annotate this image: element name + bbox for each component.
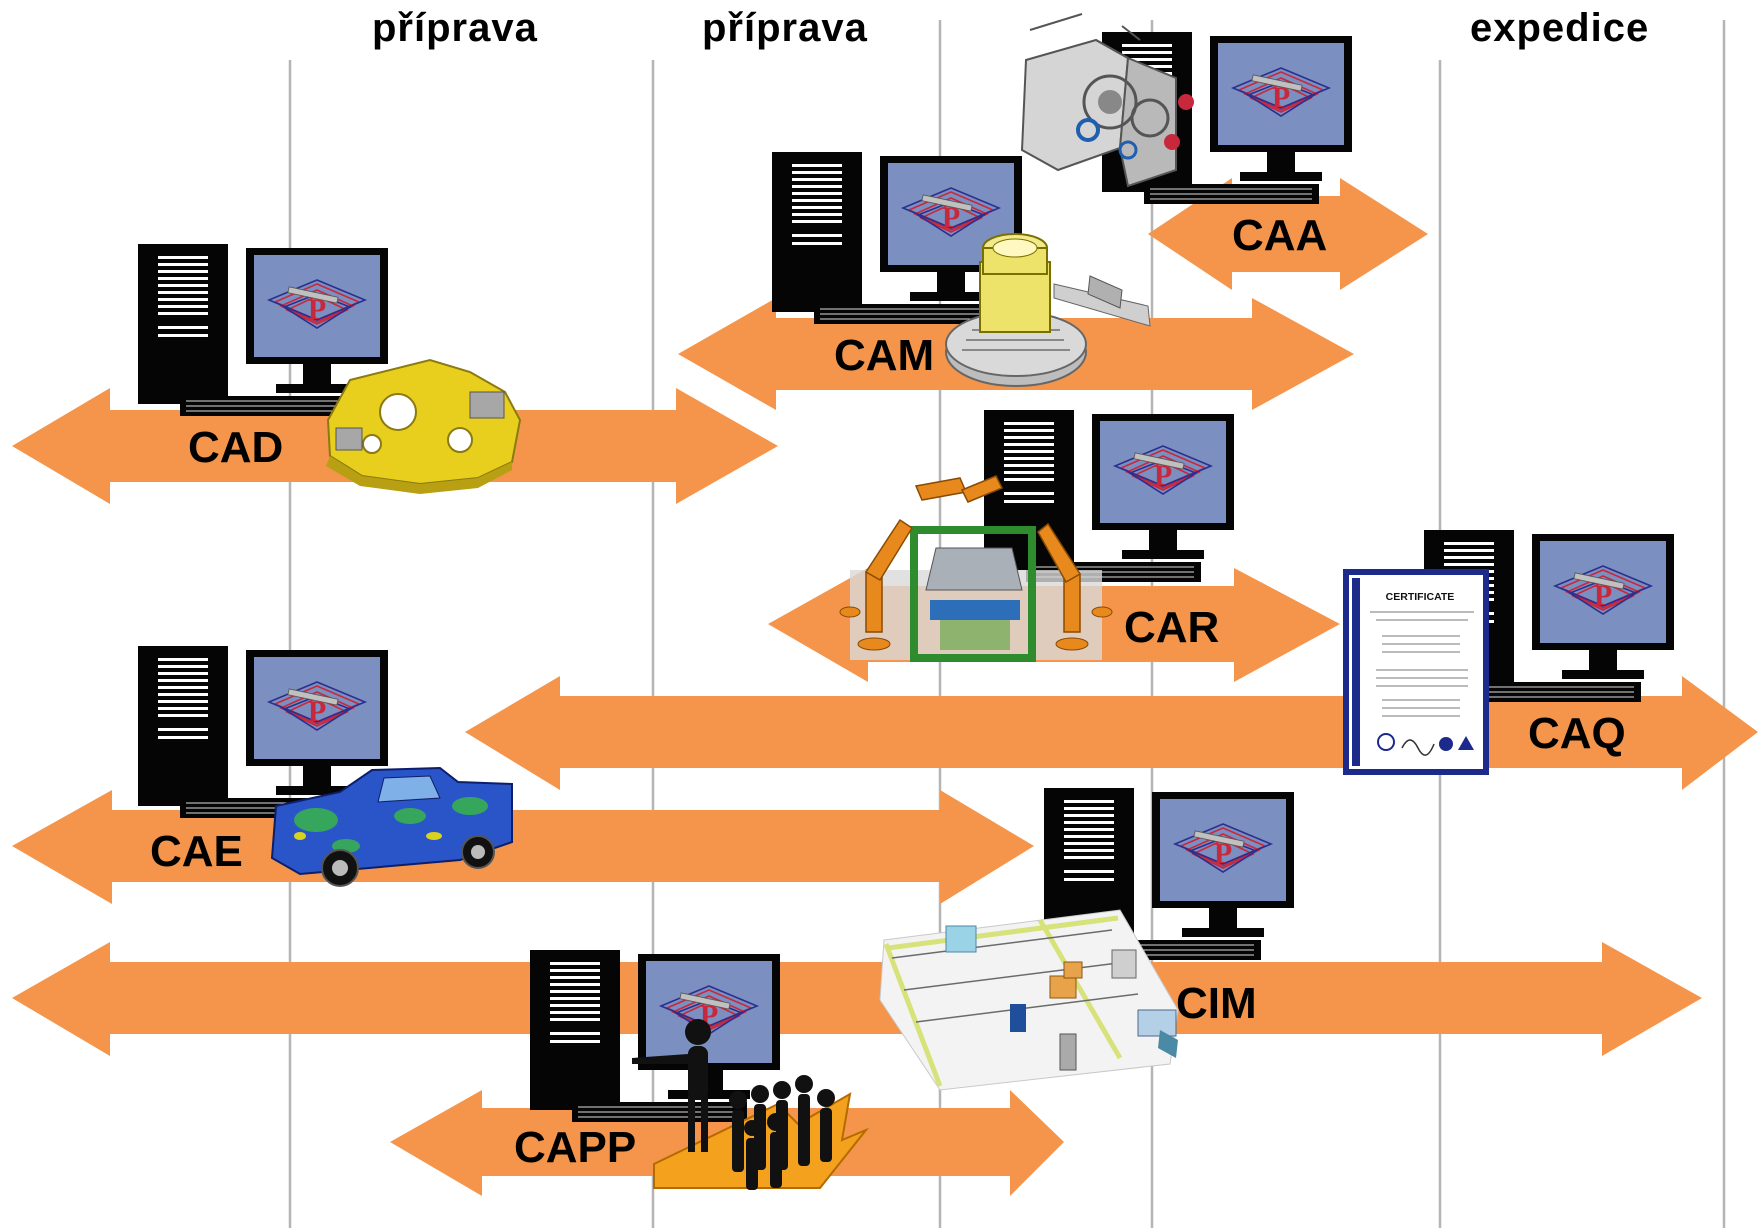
label-caa: CAA xyxy=(1232,211,1327,260)
arrow-cim xyxy=(12,942,1702,1056)
cam-machining-icon xyxy=(945,233,1151,387)
label-cae: CAE xyxy=(150,827,243,876)
cae-truck-icon xyxy=(270,766,513,887)
caa-assembly-icon xyxy=(1020,13,1194,188)
label-cim: CIM xyxy=(1176,979,1257,1028)
header-expedice: expedice xyxy=(1470,6,1650,50)
capp-leader-figures-icon xyxy=(632,1019,870,1190)
header-priprava-2: příprava xyxy=(702,6,868,50)
system-labels: CAD CAM CAA CAR CAQ CAE CIM CAPP xyxy=(150,211,1626,1172)
arrow-cae xyxy=(12,790,1034,904)
certificate-title: CERTIFICATE xyxy=(1386,591,1455,603)
computer-car-icon xyxy=(983,409,1235,583)
cad-part-icon xyxy=(326,358,522,494)
car-robot-cell-icon xyxy=(839,475,1113,662)
caq-certificate-icon: CERTIFICATE xyxy=(1343,569,1489,775)
label-caq: CAQ xyxy=(1528,709,1626,758)
label-car: CAR xyxy=(1124,603,1219,652)
cim-factory-line-icon xyxy=(879,909,1179,1091)
header-priprava-1: příprava xyxy=(372,6,538,50)
label-cam: CAM xyxy=(834,331,934,380)
label-capp: CAPP xyxy=(514,1123,636,1172)
arrow-caa xyxy=(1148,178,1428,290)
label-cad: CAD xyxy=(188,423,283,472)
